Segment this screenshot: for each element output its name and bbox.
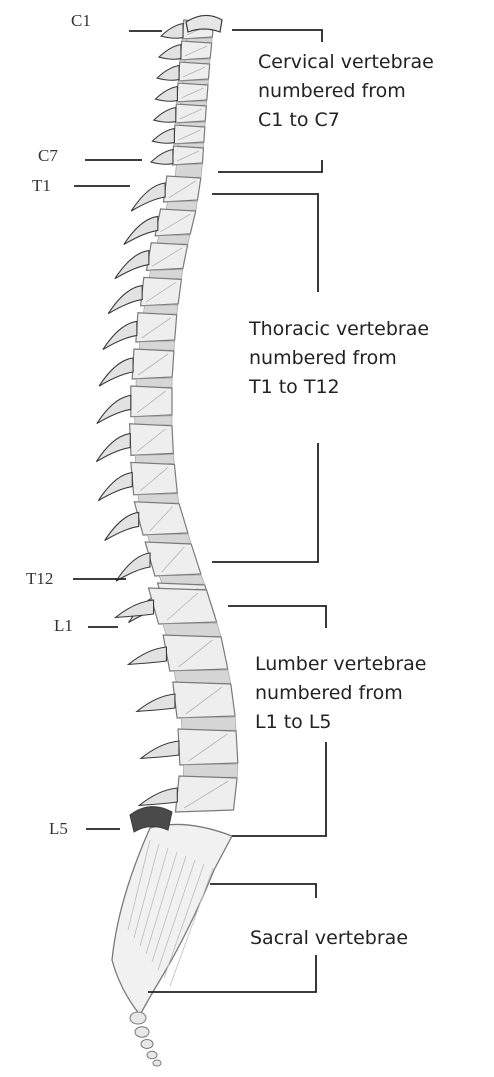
atlas-vertebra xyxy=(186,15,222,32)
coccyx-segment xyxy=(135,1027,149,1038)
vertebral-column xyxy=(96,15,238,812)
lumbar-group-label: Lumber vertebrae numbered from L1 to L5 xyxy=(255,650,427,737)
sacrum-illustration xyxy=(112,807,232,1015)
vertebra-thoracic xyxy=(116,542,204,585)
spinous-process xyxy=(103,321,137,349)
lumbar-label-line-2: numbered from xyxy=(255,679,427,708)
vertebra-cervical xyxy=(151,146,204,178)
intervertebral-disc xyxy=(175,164,202,178)
spinous-process xyxy=(105,512,139,540)
bracket-top-sacral xyxy=(210,884,316,898)
vertebra-cervical xyxy=(157,62,210,85)
spinous-process xyxy=(161,24,183,39)
spinous-process xyxy=(154,108,176,123)
coccyx-segment xyxy=(141,1040,153,1049)
sacral-label-line-1: Sacral vertebrae xyxy=(250,924,408,953)
spinous-process xyxy=(128,647,166,664)
level-label-c1: C1 xyxy=(71,12,91,29)
spinous-process xyxy=(116,600,154,617)
spinous-process xyxy=(159,45,181,60)
spinous-process xyxy=(141,741,179,758)
vertebral-body xyxy=(173,682,235,718)
spinous-process xyxy=(131,183,165,211)
cervical-label-line-3: C1 to C7 xyxy=(258,106,434,135)
vertebra-thoracic xyxy=(131,176,201,211)
vertebra-thoracic xyxy=(105,502,191,544)
coccyx-segment xyxy=(153,1060,161,1066)
level-label-l5: L5 xyxy=(49,820,68,837)
level-label-t1: T1 xyxy=(32,177,51,194)
coccyx-segment xyxy=(147,1051,157,1059)
spinous-process xyxy=(151,150,173,165)
vertebra-thoracic xyxy=(96,424,174,465)
vertebra-cervical xyxy=(152,125,205,148)
level-label-l1: L1 xyxy=(54,617,73,634)
coccyx-segment xyxy=(130,1012,146,1024)
vertebra-lumbar xyxy=(116,588,221,637)
bracket-bottom-lumbar xyxy=(232,742,326,836)
vertebra-thoracic xyxy=(103,313,177,351)
coccyx-illustration xyxy=(130,1012,161,1066)
vertebra-thoracic xyxy=(108,277,181,314)
spinous-process xyxy=(108,286,142,314)
vertebra-cervical xyxy=(159,41,212,64)
vertebral-body xyxy=(174,125,205,144)
spinous-process xyxy=(115,251,149,279)
vertebral-body xyxy=(175,104,206,123)
vertebra-lumbar xyxy=(137,682,236,731)
cervical-label-line-1: Cervical vertebrae xyxy=(258,48,434,77)
bracket-top-thoracic xyxy=(212,194,318,292)
vertebral-body xyxy=(177,83,208,102)
vertebra-cervical xyxy=(154,104,207,127)
spinous-process xyxy=(98,473,132,501)
vertebral-body xyxy=(155,209,196,236)
vertebra-lumbar xyxy=(141,729,238,778)
vertebra-thoracic xyxy=(99,349,174,388)
cervical-label-line-2: numbered from xyxy=(258,77,434,106)
bracket-bottom-thoracic xyxy=(212,443,318,562)
thoracic-group-label: Thoracic vertebrae numbered from T1 to T… xyxy=(249,315,429,402)
thoracic-label-line-1: Thoracic vertebrae xyxy=(249,315,429,344)
cervical-group-label: Cervical vertebrae numbered from C1 to C… xyxy=(258,48,434,135)
sacrum-shape xyxy=(112,824,232,1015)
sacral-group-label: Sacral vertebrae xyxy=(250,924,408,953)
bracket-bottom-sacral xyxy=(148,955,316,992)
vertebra-thoracic xyxy=(124,209,196,245)
vertebral-body xyxy=(172,146,203,165)
spinous-process xyxy=(155,87,177,102)
spinous-process xyxy=(157,66,179,81)
bracket-bottom-cervical xyxy=(218,160,322,172)
spinous-process xyxy=(97,395,131,423)
thoracic-label-line-2: numbered from xyxy=(249,344,429,373)
spinous-process xyxy=(139,788,177,805)
lumbar-label-line-1: Lumber vertebrae xyxy=(255,650,427,679)
bracket-top-lumbar xyxy=(228,606,326,628)
vertebral-body xyxy=(178,62,209,81)
vertebral-body xyxy=(180,41,212,60)
vertebra-thoracic xyxy=(97,386,172,426)
spinous-process xyxy=(137,694,175,711)
spinous-process xyxy=(152,129,174,144)
level-label-t12: T12 xyxy=(26,570,53,587)
spinous-process xyxy=(116,553,150,581)
vertebral-body xyxy=(178,729,238,765)
lumbar-label-line-3: L1 to L5 xyxy=(255,708,427,737)
spinous-process xyxy=(99,358,133,386)
vertebra-thoracic xyxy=(115,243,188,280)
spinous-process xyxy=(124,216,158,244)
vertebra-thoracic xyxy=(98,462,179,503)
thoracic-label-line-3: T1 to T12 xyxy=(249,373,429,402)
spinous-process xyxy=(96,434,130,462)
level-label-c7: C7 xyxy=(38,147,58,164)
bracket-top-cervical xyxy=(232,30,322,42)
vertebra-cervical xyxy=(155,83,208,106)
vertebra-lumbar xyxy=(128,635,230,684)
